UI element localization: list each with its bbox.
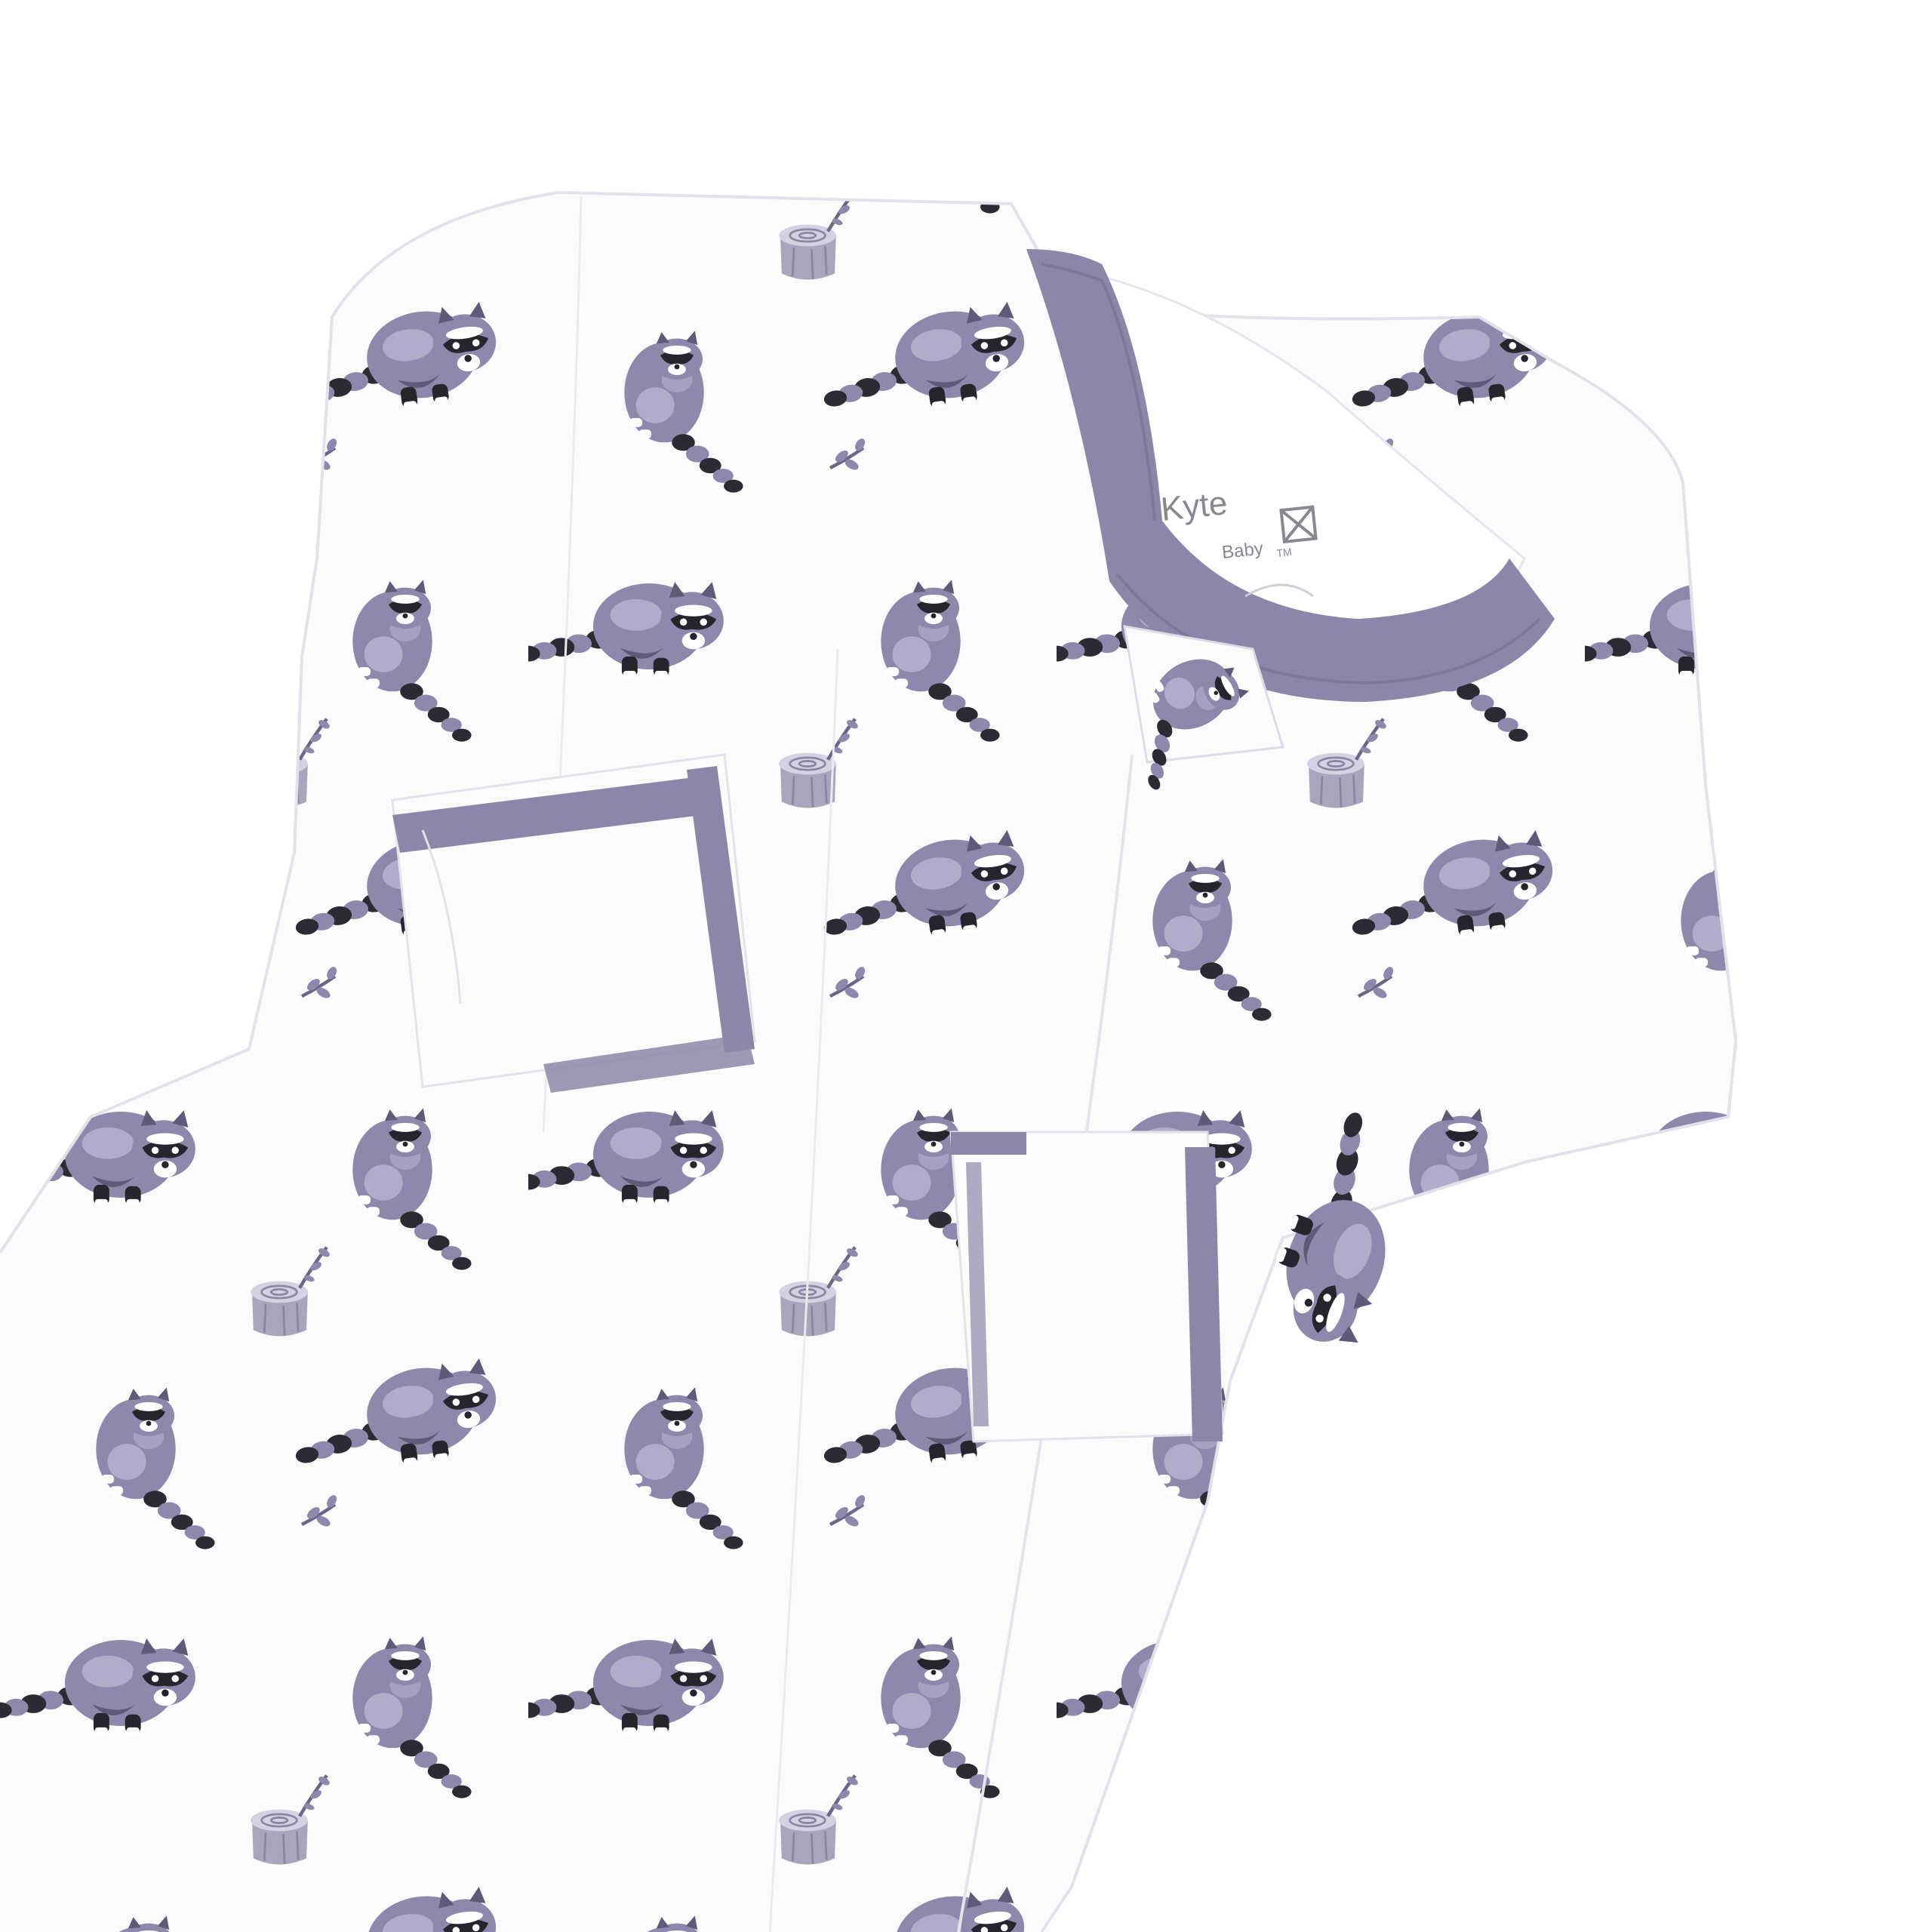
left-sleeve-cuff	[391, 753, 756, 1093]
zipper-flap	[1104, 625, 1284, 792]
right-sleeve-cuff	[949, 1103, 1432, 1443]
brand-label-sub: Baby	[1221, 538, 1264, 563]
brand-label: Kyte Baby TM	[1159, 485, 1318, 598]
brand-label-text: Kyte	[1159, 485, 1229, 528]
brand-label-tm: TM	[1276, 546, 1293, 559]
kite-logo-icon	[1279, 505, 1318, 544]
neckline-trim	[1026, 249, 1555, 702]
